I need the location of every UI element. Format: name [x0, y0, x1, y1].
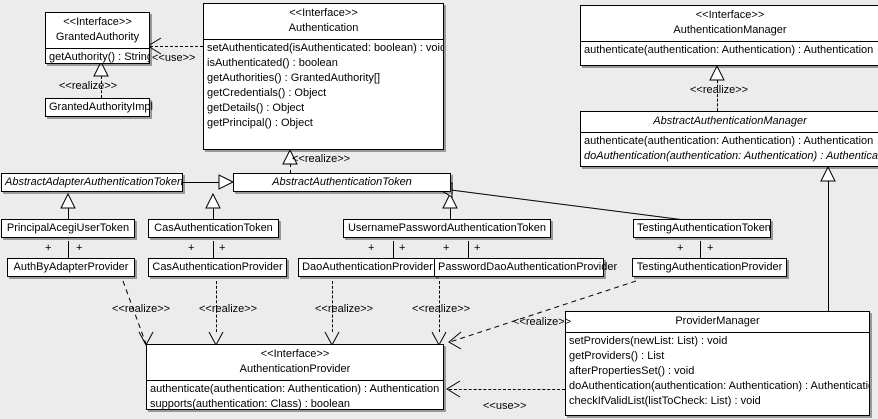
edge-label-realize-cas-provider: <<realize>>	[199, 303, 258, 315]
edge-label-use-granted-authority: <<use>>	[152, 52, 196, 64]
edge-assoc-username-dao	[393, 241, 394, 258]
class-granted-authority-impl[interactable]: GrantedAuthorityImpl	[45, 98, 153, 117]
class-member: setProviders(newList: List) : void	[569, 335, 728, 347]
class-testing-authentication-token[interactable]: TestingAuthenticationToken	[633, 219, 771, 238]
class-stereotype: <<Interface>>	[289, 7, 358, 19]
class-members: authenticate(authentication: Authenticat…	[581, 133, 878, 165]
edge-label-realize-auth-by-adapter: <<realize>>	[112, 303, 171, 315]
edge-label-realize-password-dao-provider: <<realize>>	[412, 303, 471, 315]
edge-label-realize-testing-provider: <<realize>>	[513, 316, 572, 328]
class-members: authenticate(authentication: Authenticat…	[147, 381, 443, 413]
class-name: AuthenticationProvider	[239, 363, 351, 375]
edge-assoc-cas-token-provider	[213, 241, 214, 258]
edge-label-realize-dao-provider: <<realize>>	[315, 303, 374, 315]
class-testing-authentication-provider[interactable]: TestingAuthenticationProvider	[632, 258, 787, 277]
class-member: getAuthority() : String	[49, 51, 149, 63]
class-name: Authentication	[288, 22, 359, 34]
class-member: getDetails() : Object	[207, 102, 305, 114]
class-dao-authentication-provider[interactable]: DaoAuthenticationProvider	[298, 258, 437, 277]
edge-label-realize-abstract-authentication-token: <<realize>>	[292, 153, 351, 165]
edge-realize-abstract-authentication-token	[290, 164, 291, 173]
class-member: supports(authentication: Class) : boolea…	[150, 398, 350, 410]
class-stereotype: <<Interface>>	[695, 9, 765, 21]
class-members: getAuthority() : String	[46, 49, 149, 66]
edge-realize-granted-authority-impl	[101, 76, 102, 98]
class-member: authenticate(authentication: Authenticat…	[584, 44, 874, 56]
edge-assoc-username-passworddao	[468, 241, 469, 258]
multiplicity-marker: +	[188, 242, 195, 254]
class-member: isAuthenticated() : boolean	[207, 57, 338, 69]
class-header: <<Interface>> AuthenticationManager	[581, 6, 878, 42]
multiplicity-marker: +	[443, 242, 450, 254]
class-stereotype: <<Interface>>	[260, 348, 330, 360]
multiplicity-marker: +	[76, 242, 83, 254]
class-member: getPrincipal() : Object	[207, 117, 313, 129]
edge-realize-cas-provider	[216, 281, 217, 332]
edge-assoc-testing-token-provider	[700, 241, 701, 258]
edge-label-realize-abstract-authentication-manager: <<realize>>	[690, 84, 749, 96]
class-name: ProviderManager	[675, 315, 760, 327]
edge-use-provider-manager	[449, 389, 565, 390]
class-members: setProviders(newList: List) : void getPr…	[566, 333, 869, 410]
class-granted-authority[interactable]: <<Interface>> GrantedAuthority getAuthor…	[45, 12, 150, 64]
class-header: <<Interface>> Authentication	[204, 4, 443, 40]
edge-generalization-principal-token	[68, 208, 69, 219]
class-name: AbstractAuthenticationManager	[653, 115, 807, 127]
multiplicity-marker: +	[399, 242, 406, 254]
edge-label-realize-granted-authority-impl: <<realize>>	[59, 80, 118, 92]
class-authentication-provider[interactable]: <<Interface>> AuthenticationProvider aut…	[146, 344, 444, 410]
edge-realize-password-dao-provider	[439, 281, 440, 332]
class-member: getProviders() : List	[569, 350, 665, 362]
class-abstract-authentication-token[interactable]: AbstractAuthenticationToken	[233, 173, 451, 192]
edge-use-granted-authority	[150, 46, 203, 47]
class-member: doAuthentication(authentication: Authent…	[569, 380, 869, 392]
class-member: getCredentials() : Object	[207, 87, 327, 99]
class-member: authenticate(authentication: Authenticat…	[150, 383, 440, 395]
class-password-dao-authentication-provider[interactable]: PasswordDaoAuthenticationProvider	[434, 258, 617, 277]
class-cas-authentication-token[interactable]: CasAuthenticationToken	[148, 219, 279, 238]
edge-generalization-username-token	[450, 208, 451, 219]
edge-label-use-provider-manager: <<use>>	[483, 400, 527, 412]
class-header: AbstractAuthenticationManager	[581, 112, 878, 133]
class-stereotype: <<Interface>>	[63, 16, 132, 28]
class-auth-by-adapter-provider[interactable]: AuthByAdapterProvider	[7, 258, 135, 277]
class-abstract-authentication-manager[interactable]: AbstractAuthenticationManager authentica…	[580, 111, 878, 167]
multiplicity-marker: +	[368, 242, 375, 254]
class-member: checkIfValidList(listToCheck: List) : vo…	[569, 395, 761, 407]
class-name: GrantedAuthority	[55, 31, 140, 43]
multiplicity-marker: +	[707, 242, 714, 254]
class-username-password-authentication-token[interactable]: UsernamePasswordAuthenticationToken	[343, 219, 551, 238]
class-member: doAuthentication(authentication: Authent…	[584, 150, 878, 162]
class-members: authenticate(authentication: Authenticat…	[581, 42, 878, 59]
class-header: <<Interface>> AuthenticationProvider	[147, 345, 443, 381]
class-members: setAuthenticated(isAuthenticated: boolea…	[204, 40, 443, 132]
edge-generalization-cas-token	[213, 208, 214, 219]
edge-generalization-provider-manager	[828, 181, 829, 311]
multiplicity-marker: +	[474, 242, 481, 254]
edge-generalization-adapter-token	[183, 182, 219, 183]
class-authentication-manager[interactable]: <<Interface>> AuthenticationManager auth…	[580, 5, 878, 66]
class-abstract-adapter-authentication-token[interactable]: AbstractAdapterAuthenticationToken	[1, 173, 183, 192]
edge-assoc-principal-authbyadapter	[68, 241, 69, 258]
multiplicity-marker: +	[677, 242, 684, 254]
class-header: <<Interface>> GrantedAuthority	[46, 13, 149, 49]
class-member: afterPropertiesSet() : void	[569, 365, 695, 377]
edge-realize-abstract-authentication-manager	[717, 80, 718, 111]
class-member: authenticate(authentication: Authenticat…	[584, 135, 874, 147]
multiplicity-marker: +	[45, 242, 52, 254]
class-principal-acegi-user-token[interactable]: PrincipalAcegiUserToken	[1, 219, 135, 238]
class-authentication[interactable]: <<Interface>> Authentication setAuthenti…	[203, 3, 444, 150]
class-member: setAuthenticated(isAuthenticated: boolea…	[207, 42, 443, 54]
multiplicity-marker: +	[219, 242, 226, 254]
class-provider-manager[interactable]: ProviderManager setProviders(newList: Li…	[565, 311, 870, 416]
class-cas-authentication-provider[interactable]: CasAuthenticationProvider	[148, 258, 287, 277]
edge-realize-dao-provider	[332, 281, 333, 332]
class-name: AuthenticationManager	[673, 24, 787, 36]
class-header: ProviderManager	[566, 312, 869, 333]
class-member: getAuthorities() : GrantedAuthority[]	[207, 72, 381, 84]
